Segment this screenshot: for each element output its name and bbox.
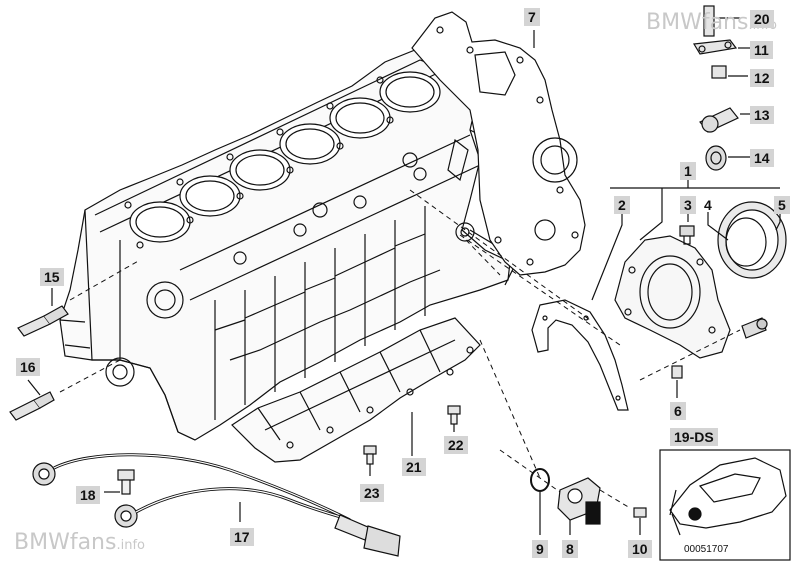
part-label-13: 13 — [750, 106, 774, 124]
catalog-number: 00051707 — [684, 544, 729, 555]
watermark-brand: BMWfans — [646, 10, 749, 35]
vehicle-locator-inset — [659, 449, 791, 561]
reference-lines — [59, 189, 741, 509]
part-label-11: 11 — [750, 41, 773, 59]
bolt-23-drawing — [363, 445, 377, 476]
part-10-drawing — [633, 507, 647, 535]
seal-carrier-drawing — [614, 235, 731, 359]
oil-pan-drawing — [231, 317, 481, 463]
part-label-2: 2 — [614, 196, 630, 214]
part-label-15: 15 — [40, 268, 64, 286]
leader-4 — [707, 212, 729, 241]
part-label-1: 1 — [680, 162, 696, 180]
part-label-12: 12 — [750, 69, 774, 87]
bolt-18-drawing — [104, 469, 135, 495]
bolt-3-drawing — [679, 212, 695, 245]
part-label-8: 8 — [562, 540, 578, 558]
watermark-brand: BMWfans — [14, 530, 117, 555]
part-label-5: 5 — [774, 196, 790, 214]
part-label-22: 22 — [444, 436, 468, 454]
part-label-16: 16 — [16, 358, 40, 376]
bolt-22-drawing — [447, 405, 461, 432]
part-label-17: 17 — [230, 528, 254, 546]
part-8-drawing — [557, 477, 601, 535]
leader-2 — [591, 212, 623, 301]
part-label-6: 6 — [670, 402, 686, 420]
part-label-20: 20 — [750, 10, 774, 28]
carrier-bolt-drawing — [741, 317, 768, 339]
leader-5 — [775, 212, 781, 231]
dowel-6-drawing — [671, 365, 683, 398]
part-16-drawing — [9, 379, 55, 421]
part-label-18: 18 — [76, 486, 100, 504]
part-9-drawing — [530, 468, 550, 535]
part-label-9: 9 — [532, 540, 548, 558]
leader-1b — [639, 188, 663, 241]
part-11-drawing — [693, 39, 750, 55]
part-label-21: 21 — [402, 458, 426, 476]
seal-carrier-gasket-drawing — [531, 299, 629, 411]
watermark-bottom: BMWfans.info — [14, 530, 145, 555]
part-12-drawing — [711, 65, 748, 79]
part-label-4: 4 — [704, 197, 712, 213]
part-label-10: 10 — [628, 540, 652, 558]
part-13-drawing — [699, 107, 750, 133]
part-label-14: 14 — [750, 149, 774, 167]
part-label-3: 3 — [680, 196, 696, 214]
part-label-19-ds: 19-DS — [670, 428, 718, 446]
part-label-7: 7 — [524, 8, 540, 26]
part-20-drawing — [703, 5, 740, 37]
part-15-drawing — [17, 288, 69, 337]
part-label-23: 23 — [360, 484, 384, 502]
watermark-suffix: .info — [116, 538, 145, 553]
crankshaft-seal-drawing — [707, 201, 787, 279]
engine-block-drawing — [59, 47, 516, 441]
end-plate-gasket-drawing — [411, 11, 586, 276]
harness-17-drawing — [32, 453, 401, 557]
part-14-drawing — [705, 145, 750, 171]
